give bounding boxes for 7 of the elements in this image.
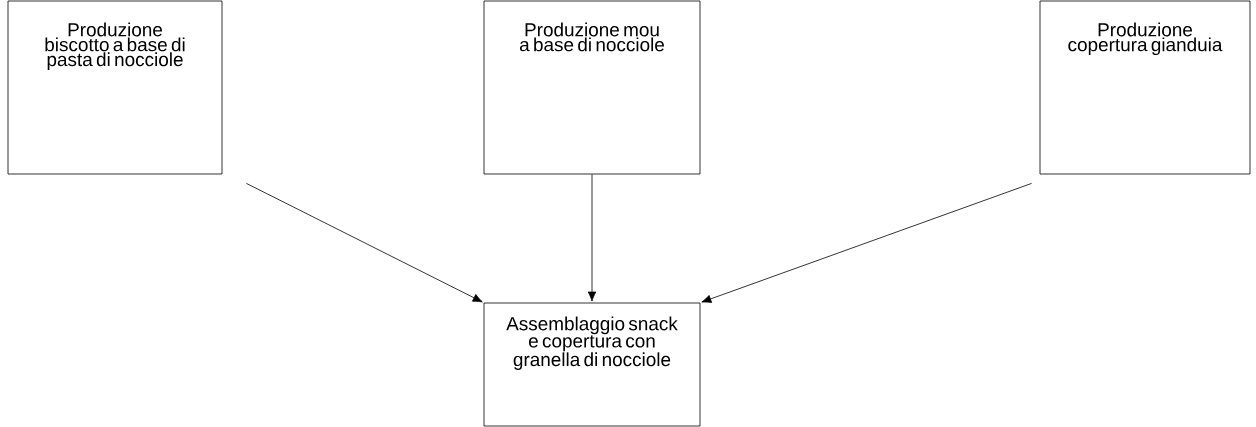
process-box: Produzione mou a base di nocciole (483, 0, 701, 175)
process-box: Produzione copertura gianduia (1039, 0, 1251, 175)
process-box: Produzione biscotto a base di pasta di nocciole (7, 0, 223, 175)
arrow (701, 183, 1032, 303)
arrow (246, 183, 483, 303)
arrow (587, 174, 597, 302)
process-box: Assemblaggio snack e copertura con granella di nocciole (483, 302, 701, 427)
